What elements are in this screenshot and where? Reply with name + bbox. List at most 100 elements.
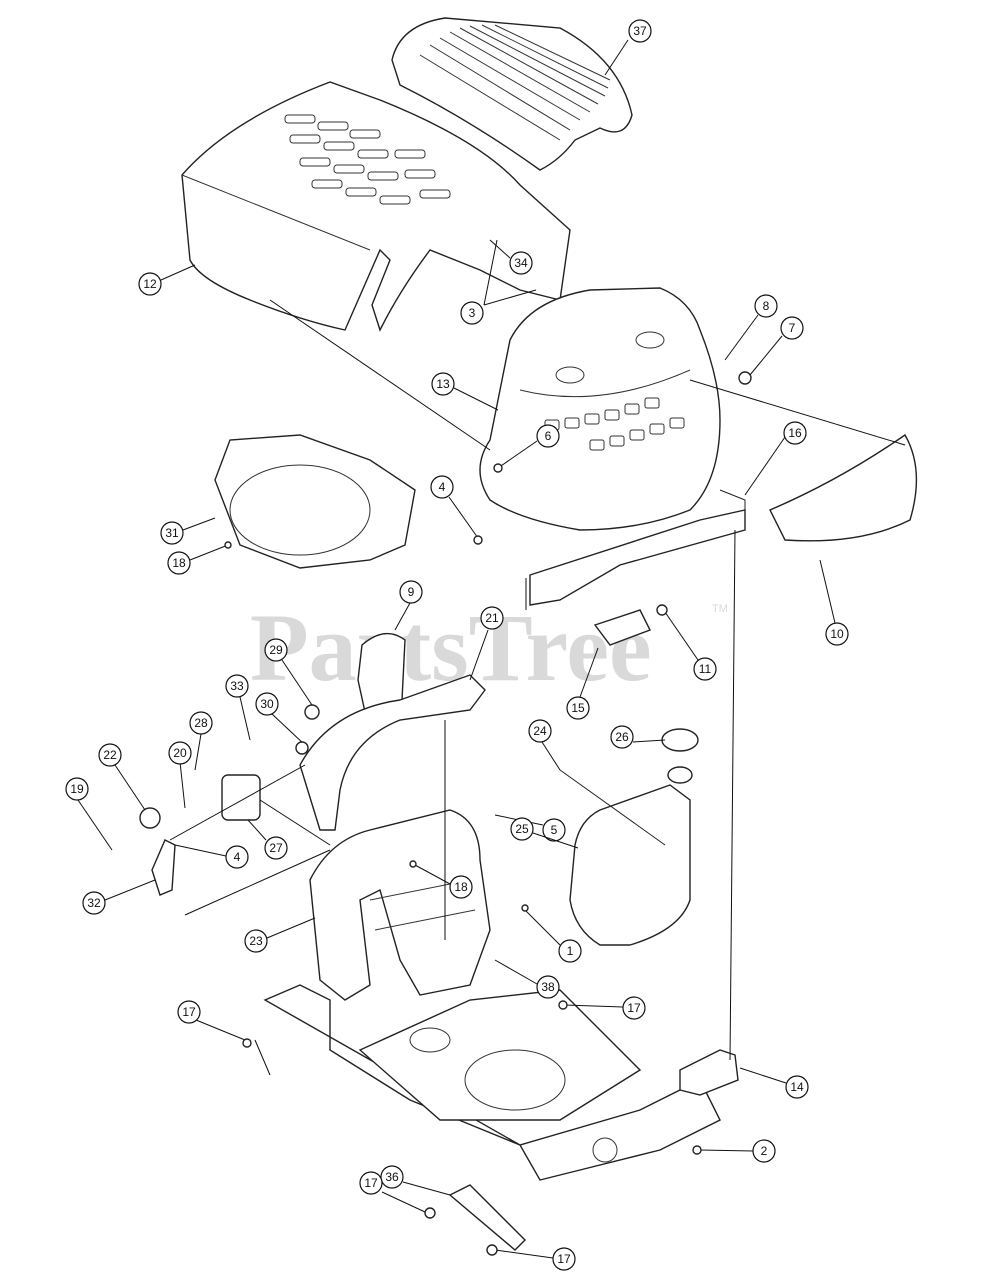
callout-layer: 37 34 3 12 8 7 13 6 4 16 31 18 10 11 9 2… bbox=[65, 19, 849, 1271]
svg-text:25: 25 bbox=[515, 822, 529, 836]
callout-18a: 18 bbox=[167, 544, 229, 575]
svg-text:15: 15 bbox=[571, 701, 585, 715]
callout-31: 31 bbox=[160, 517, 216, 545]
svg-text:13: 13 bbox=[436, 377, 450, 391]
svg-text:31: 31 bbox=[165, 526, 179, 540]
fasteners bbox=[224, 371, 752, 1256]
callout-26: 26 bbox=[610, 725, 666, 749]
callout-11: 11 bbox=[664, 611, 717, 681]
svg-text:17: 17 bbox=[627, 1001, 641, 1015]
svg-text:23: 23 bbox=[249, 934, 263, 948]
svg-text:2: 2 bbox=[761, 1144, 768, 1158]
svg-text:26: 26 bbox=[615, 730, 629, 744]
callout-17a: 17 bbox=[564, 996, 646, 1020]
svg-text:29: 29 bbox=[269, 643, 283, 657]
svg-text:32: 32 bbox=[87, 896, 101, 910]
part-10-bumper bbox=[769, 433, 918, 542]
callout-33: 33 bbox=[225, 674, 251, 741]
svg-text:28: 28 bbox=[194, 716, 208, 730]
svg-text:17: 17 bbox=[364, 1176, 378, 1190]
svg-text:14: 14 bbox=[790, 1080, 804, 1094]
callout-3: 3 bbox=[460, 239, 537, 325]
svg-text:8: 8 bbox=[763, 299, 770, 313]
callout-23: 23 bbox=[244, 917, 316, 953]
part-25-fuel-tank bbox=[569, 766, 693, 946]
svg-text:18: 18 bbox=[454, 880, 468, 894]
svg-text:3: 3 bbox=[469, 306, 476, 320]
svg-text:7: 7 bbox=[789, 321, 796, 335]
callout-28: 28 bbox=[189, 711, 213, 771]
part-24-rod bbox=[559, 769, 666, 846]
callout-27: 27 bbox=[247, 819, 288, 860]
svg-text:1: 1 bbox=[567, 944, 574, 958]
part-16-bracket bbox=[529, 489, 746, 606]
callout-5: 5 bbox=[494, 814, 566, 842]
part-26-fuel-cap bbox=[661, 728, 699, 752]
callout-9: 9 bbox=[394, 580, 423, 631]
svg-text:17: 17 bbox=[557, 1252, 571, 1266]
svg-text:16: 16 bbox=[788, 426, 802, 440]
callout-20: 20 bbox=[168, 741, 192, 809]
part-15-bracket bbox=[593, 609, 651, 646]
callout-8: 8 bbox=[724, 294, 778, 361]
part-14-bracket bbox=[679, 1049, 739, 1096]
callout-29: 29 bbox=[264, 638, 313, 706]
callout-14: 14 bbox=[739, 1067, 809, 1099]
callout-32: 32 bbox=[82, 879, 156, 915]
callout-2: 2 bbox=[699, 1139, 776, 1163]
svg-text:37: 37 bbox=[633, 24, 647, 38]
callout-13: 13 bbox=[431, 372, 499, 411]
callout-1: 1 bbox=[524, 909, 582, 963]
svg-text:20: 20 bbox=[173, 746, 187, 760]
assembly-lines bbox=[169, 299, 906, 1076]
part-13-grille bbox=[479, 287, 721, 531]
svg-text:10: 10 bbox=[830, 627, 844, 641]
svg-text:19: 19 bbox=[70, 782, 84, 796]
callout-19: 19 bbox=[65, 777, 113, 851]
callout-4b: 4 bbox=[174, 844, 249, 869]
svg-text:5: 5 bbox=[551, 823, 558, 837]
callout-7: 7 bbox=[749, 316, 804, 376]
svg-text:21: 21 bbox=[485, 611, 499, 625]
svg-text:36: 36 bbox=[385, 1170, 399, 1184]
part-27-switch bbox=[221, 774, 261, 821]
part-21-dash-support bbox=[299, 674, 486, 831]
callout-6: 6 bbox=[497, 424, 560, 469]
svg-text:34: 34 bbox=[514, 256, 528, 270]
callout-37: 37 bbox=[604, 19, 652, 76]
callout-17b: 17 bbox=[177, 1000, 246, 1041]
part-9-component bbox=[357, 632, 406, 713]
callout-16: 16 bbox=[744, 421, 807, 496]
callout-25: 25 bbox=[510, 817, 579, 849]
svg-text:12: 12 bbox=[143, 277, 157, 291]
svg-text:11: 11 bbox=[699, 662, 712, 676]
callout-12: 12 bbox=[138, 264, 196, 296]
svg-text:27: 27 bbox=[269, 841, 283, 855]
svg-text:17: 17 bbox=[182, 1005, 196, 1019]
callout-34: 34 bbox=[489, 239, 533, 275]
callout-38: 38 bbox=[494, 959, 560, 999]
part-32-lever bbox=[151, 839, 176, 896]
part-37-dash-panel bbox=[391, 17, 633, 171]
callout-21: 21 bbox=[469, 606, 504, 681]
svg-text:4: 4 bbox=[234, 850, 241, 864]
svg-text:38: 38 bbox=[541, 980, 555, 994]
callout-10: 10 bbox=[819, 559, 849, 646]
callout-4a: 4 bbox=[430, 475, 479, 539]
callout-17c: 17 bbox=[359, 1171, 426, 1213]
part-36-arm bbox=[448, 1184, 526, 1251]
svg-text:9: 9 bbox=[408, 585, 415, 599]
svg-text:24: 24 bbox=[533, 724, 547, 738]
svg-text:6: 6 bbox=[545, 429, 552, 443]
svg-text:4: 4 bbox=[439, 480, 446, 494]
callout-24: 24 bbox=[528, 719, 561, 771]
part-23-steering-support bbox=[309, 809, 491, 1001]
watermark-tm: TM bbox=[712, 603, 728, 615]
callout-18b: 18 bbox=[414, 864, 473, 899]
svg-text:33: 33 bbox=[230, 679, 244, 693]
part-frame bbox=[263, 984, 721, 1181]
callout-36: 36 bbox=[380, 1165, 451, 1196]
callout-15: 15 bbox=[566, 647, 599, 720]
part-12-hood bbox=[181, 81, 571, 332]
